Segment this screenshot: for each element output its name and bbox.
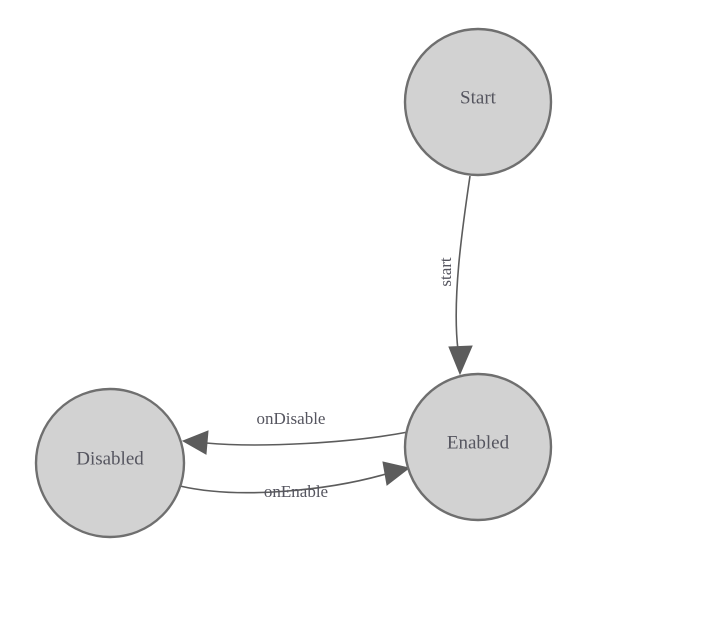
arrowhead-icon [448,345,473,376]
node-start[interactable]: Start [403,27,553,177]
node-group: Start Disabled Enabled [34,27,553,539]
node-start-circle[interactable] [403,27,553,177]
node-disabled[interactable]: Disabled [34,387,186,539]
edge-label-ondisable: onDisable [257,409,326,428]
node-start-label: Start [460,87,497,108]
node-enabled[interactable]: Enabled [403,372,553,522]
edge-disabled-to-enabled-path [179,473,387,494]
edge-enabled-to-disabled-path [205,431,409,446]
edge-group: start onDisable onEnable [179,175,473,501]
node-enabled-label: Enabled [447,432,510,453]
edge-disabled-to-enabled[interactable]: onEnable [179,461,411,501]
arrowhead-icon [181,430,209,455]
edge-start-to-enabled[interactable]: start [436,175,473,376]
edge-start-to-enabled-path [455,175,471,351]
edge-label-onenable: onEnable [264,482,328,501]
edge-enabled-to-disabled[interactable]: onDisable [181,409,409,455]
edge-label-start: start [436,257,455,287]
node-disabled-label: Disabled [76,448,144,469]
node-disabled-circle[interactable] [34,387,186,539]
arrowhead-icon [382,461,411,486]
node-enabled-circle[interactable] [403,372,553,522]
